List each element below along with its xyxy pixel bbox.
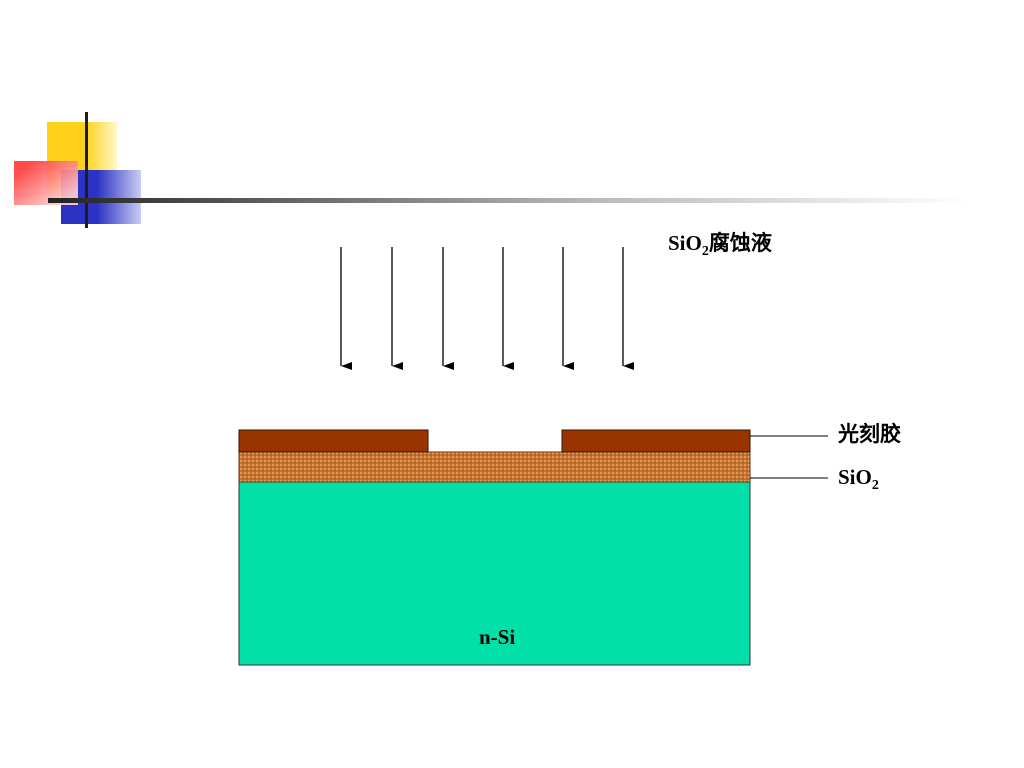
- substrate-label: n-Si: [479, 625, 516, 649]
- photoresist-right: [561, 429, 751, 453]
- sio2-layer: [238, 451, 751, 483]
- n-si-substrate: [238, 481, 751, 666]
- sio2-formula: SiO: [838, 465, 872, 489]
- decor-horizontal-rule: [48, 198, 970, 203]
- sio2-formula-subscript: 2: [871, 478, 879, 493]
- sio2-label: SiO2: [838, 465, 879, 493]
- etchant-formula-subscript: 2: [701, 244, 709, 259]
- photoresist-label: 光刻胶: [838, 422, 901, 446]
- etchant-label: SiO2腐蚀液: [668, 231, 772, 259]
- decor-vertical-line: [85, 112, 88, 228]
- etchant-arrows: [340, 247, 634, 370]
- photoresist-left: [238, 429, 429, 453]
- etchant-suffix: 腐蚀液: [708, 231, 772, 255]
- decor-red-square: [14, 161, 78, 205]
- etchant-formula: SiO: [668, 231, 702, 255]
